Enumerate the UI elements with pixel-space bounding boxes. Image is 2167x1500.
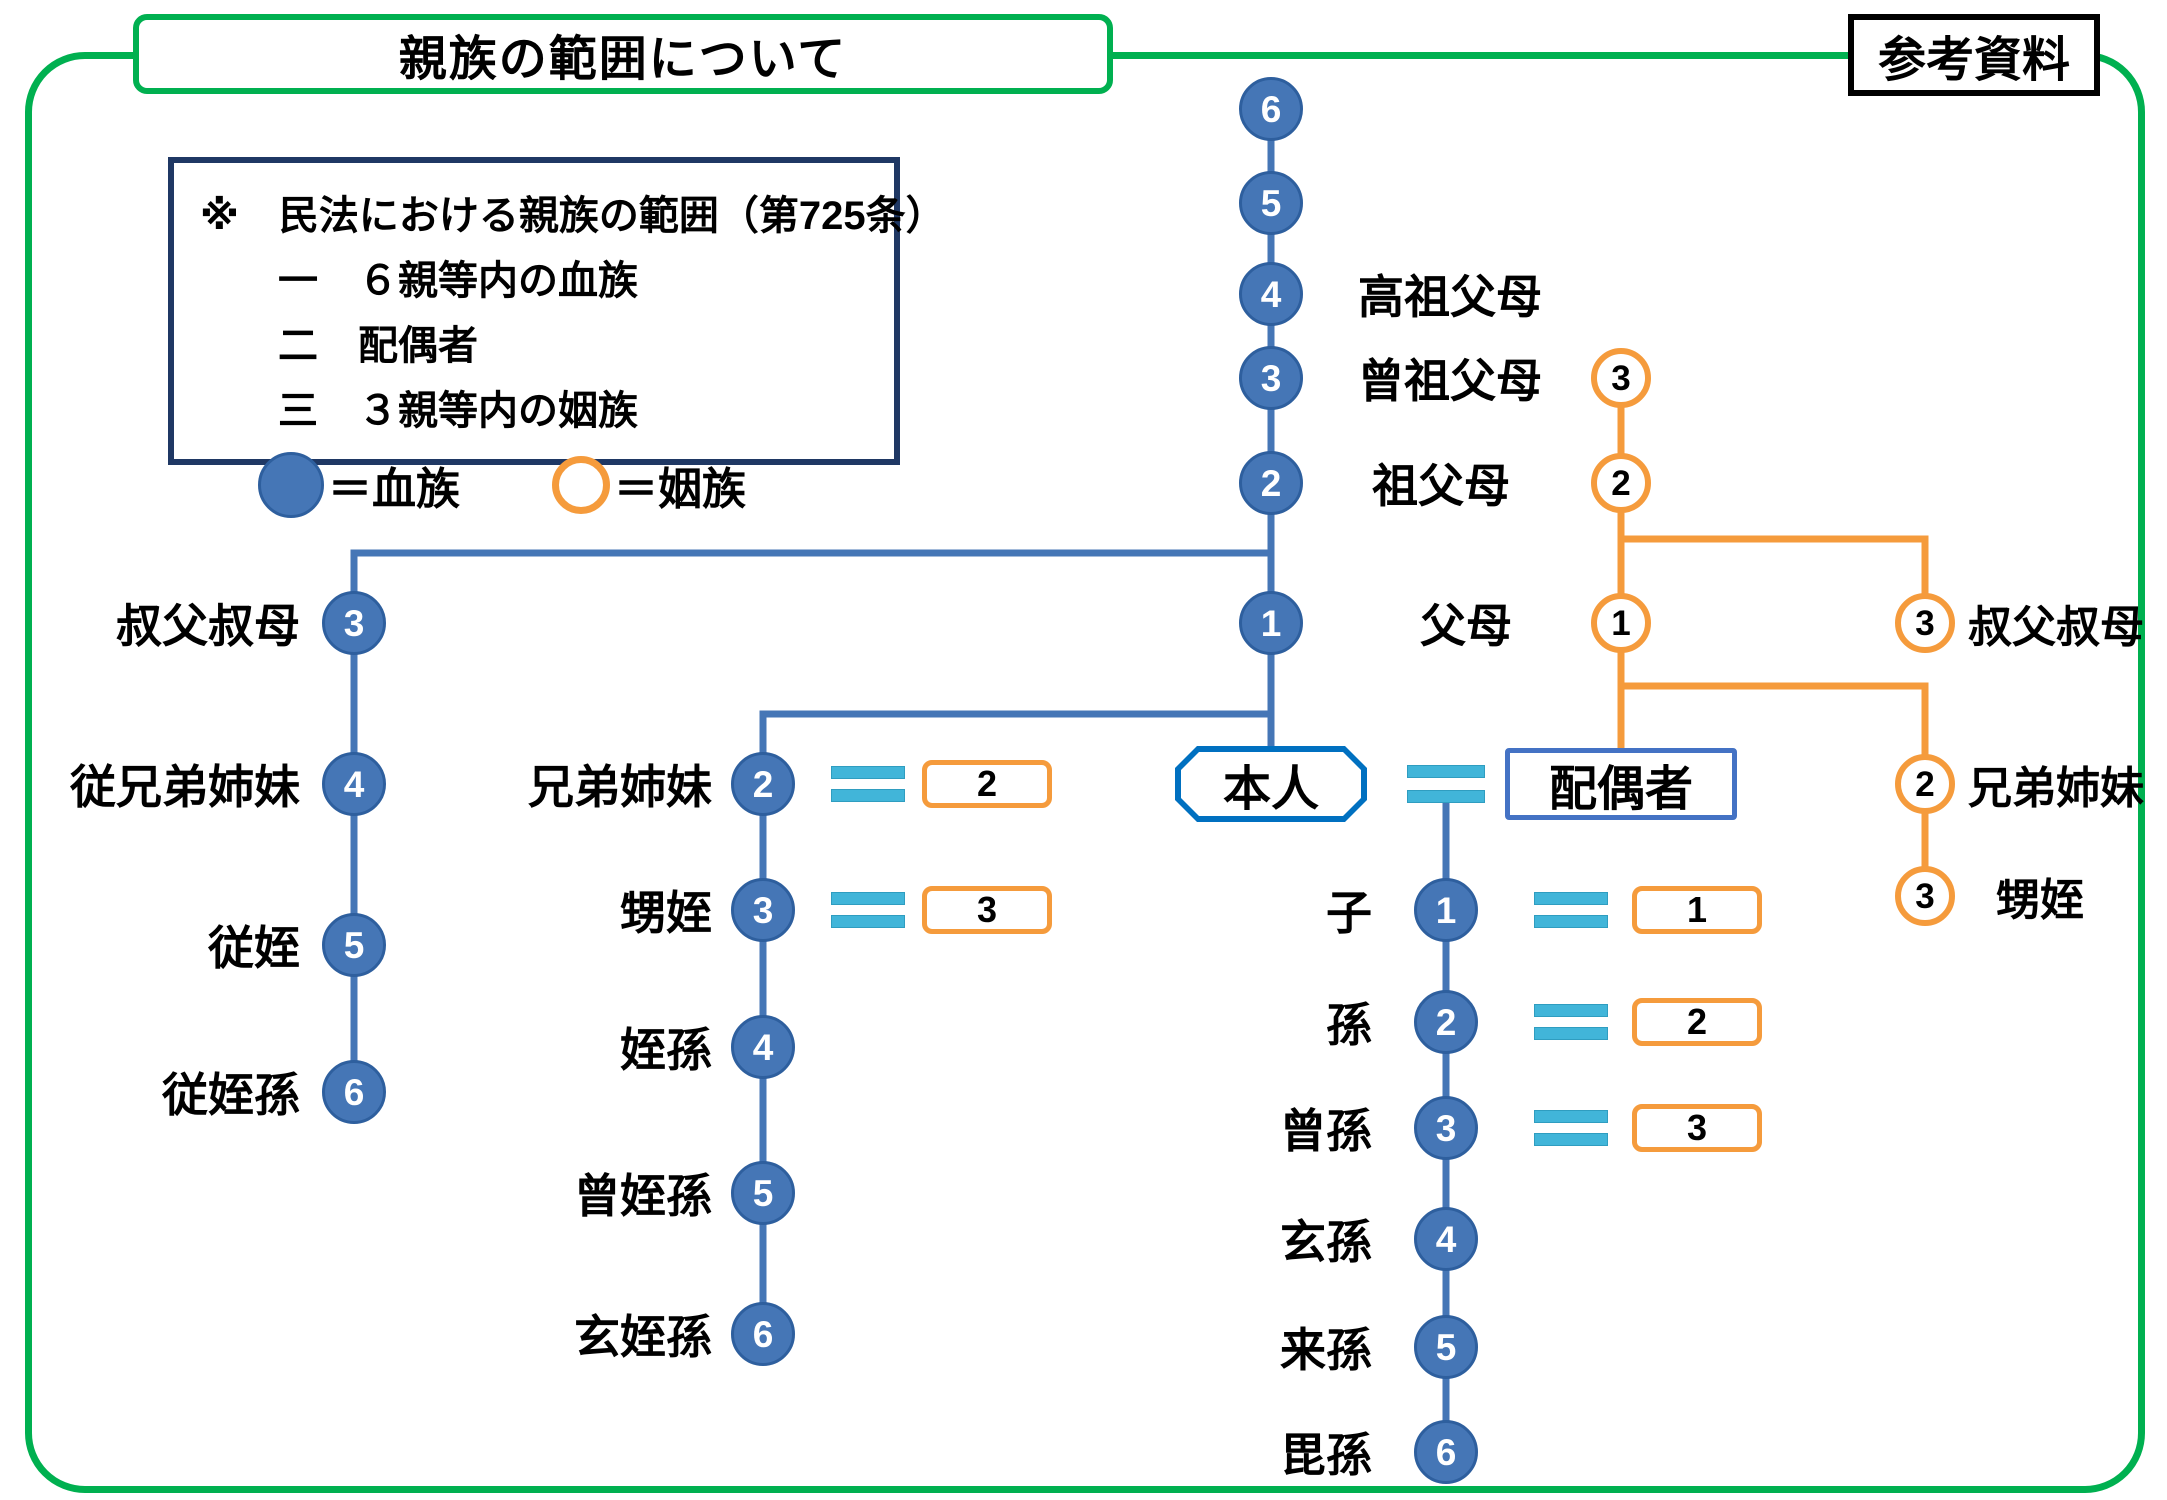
marriage-equals-child <box>1534 892 1608 928</box>
fifth-descendant-label: 来孫 <box>1280 1324 1372 1376</box>
marriage-equals-nephew-niece <box>831 892 905 928</box>
equals-bar <box>1534 1027 1608 1040</box>
great-great-grandchild-label: 玄孫 <box>1280 1216 1372 1268</box>
cousins-child-label: 従姪 <box>208 922 300 974</box>
spouse-siblings-label: 兄弟姉妹 <box>1968 764 2144 813</box>
legend-box: ※ 民法における親族の範囲（第725条） 一 ６親等内の血族 二 配偶者 三 ３… <box>168 157 946 518</box>
blood-relative-key-label: ＝血族 <box>328 465 460 514</box>
equals-bar <box>1407 765 1485 778</box>
page-title-text: 親族の範囲について <box>398 33 848 86</box>
affinity-relative-key-icon <box>552 456 610 514</box>
spouse-great-grandparents-node: 3 <box>1591 348 1651 408</box>
nephew-niece-label: 甥姪 <box>620 887 712 939</box>
grandchild-node: 2 <box>1414 990 1478 1054</box>
marriage-equals-siblings <box>831 766 905 802</box>
great-great-grandchild-node: 4 <box>1414 1207 1478 1271</box>
equals-bar <box>1534 915 1608 928</box>
great-great-grandparents-node: 4 <box>1239 262 1303 326</box>
equals-bar <box>1534 1133 1608 1146</box>
marriage-equals-self-spouse <box>1407 765 1485 803</box>
great-great-grandparents-label: 高祖父母 <box>1358 271 1542 323</box>
legend-item-3: 三 ３親等内の姻族 <box>278 389 638 433</box>
cousins-grandchild-label: 従姪孫 <box>162 1069 300 1121</box>
equals-bar <box>831 892 905 905</box>
blood-uncle-branch-line <box>350 549 1271 1092</box>
spouse-node: 配偶者 <box>1505 748 1737 820</box>
page-title: 親族の範囲について <box>133 14 1113 94</box>
reference-material-badge: 参考資料 <box>1848 14 2100 96</box>
child-node: 1 <box>1414 878 1478 942</box>
legend-item-2: 二 配偶者 <box>278 324 478 368</box>
parents-label: 父母 <box>1420 600 1512 652</box>
affinity-relative-key-label: ＝姻族 <box>614 465 746 514</box>
nephew-niece-spouse-degree-badge: 3 <box>922 886 1052 934</box>
siblings-spouse-degree-badge: 2 <box>922 760 1052 808</box>
equals-bar <box>831 915 905 928</box>
self-label: 本人 <box>1181 752 1361 816</box>
equals-bar <box>1407 790 1485 803</box>
nephew-niece-node: 3 <box>731 878 795 942</box>
legend-heading: ※ 民法における親族の範囲（第725条） <box>200 194 946 238</box>
grandparents-node: 2 <box>1239 451 1303 515</box>
fifth-descendant-node: 5 <box>1414 1315 1478 1379</box>
cousins-node: 4 <box>322 752 386 816</box>
spouse-grandparents-node: 2 <box>1591 453 1651 513</box>
grandnephew-niece-label: 姪孫 <box>620 1024 712 1076</box>
marriage-equals-great-grandchild <box>1534 1110 1608 1146</box>
grandchild-spouse-degree-badge: 2 <box>1632 998 1762 1046</box>
grandparents-label: 祖父母 <box>1372 460 1510 512</box>
sixth-descendant-node: 6 <box>1414 1420 1478 1484</box>
spouse-nephew-niece-node: 3 <box>1895 866 1955 926</box>
equals-bar <box>1534 1110 1608 1123</box>
child-spouse-degree-badge: 1 <box>1632 886 1762 934</box>
sixth-descendant-label: 毘孫 <box>1280 1429 1372 1481</box>
legend-key-row: ＝血族 ＝姻族 <box>258 452 894 518</box>
cousins-label: 従兄弟姉妹 <box>70 761 300 813</box>
blood-sibling-branch-line <box>759 710 1271 1334</box>
blood-degree5-ancestor-node: 5 <box>1239 171 1303 235</box>
child-label: 子 <box>1326 887 1372 939</box>
equals-bar <box>831 789 905 802</box>
great-grandparents-node: 3 <box>1239 346 1303 410</box>
blood-degree6-ancestor-node: 6 <box>1239 77 1303 141</box>
spouse-uncle-aunt-node: 3 <box>1895 593 1955 653</box>
great-grandparents-label: 曾祖父母 <box>1358 355 1542 407</box>
siblings-node: 2 <box>731 752 795 816</box>
siblings-label: 兄弟姉妹 <box>528 761 712 813</box>
equals-bar <box>1534 1004 1608 1017</box>
legend-item-1: 一 ６親等内の血族 <box>278 259 638 303</box>
affinity-sibling-branch-line <box>1621 682 1929 896</box>
grandchild-label: 孫 <box>1326 999 1372 1051</box>
affinity-uncle-branch-line <box>1621 535 1929 623</box>
cousins-grandchild-node: 6 <box>322 1060 386 1124</box>
uncle-aunt-label: 叔父叔母 <box>116 600 300 652</box>
reference-material-text: 参考資料 <box>1877 34 2070 87</box>
great-grandchild-node: 3 <box>1414 1096 1478 1160</box>
spouse-uncle-aunt-label: 叔父叔母 <box>1968 603 2144 652</box>
blood-relative-key-icon <box>258 452 324 518</box>
spouse-parents-node: 1 <box>1591 593 1651 653</box>
great-grandnephew-niece-label: 曾姪孫 <box>574 1170 712 1222</box>
equals-bar <box>1534 892 1608 905</box>
self-node: 本人 <box>1175 746 1367 822</box>
spouse-nephew-niece-label: 甥姪 <box>1996 876 2084 925</box>
uncle-aunt-node: 3 <box>322 591 386 655</box>
spouse-siblings-node: 2 <box>1895 754 1955 814</box>
cousins-child-node: 5 <box>322 913 386 977</box>
marriage-equals-grandchild <box>1534 1004 1608 1040</box>
grandnephew-niece-node: 4 <box>731 1015 795 1079</box>
equals-bar <box>831 766 905 779</box>
great-great-grandnephew-niece-node: 6 <box>731 1302 795 1366</box>
great-grandchild-spouse-degree-badge: 3 <box>1632 1104 1762 1152</box>
great-great-grandnephew-niece-label: 玄姪孫 <box>574 1311 712 1363</box>
parents-node: 1 <box>1239 591 1303 655</box>
great-grandchild-label: 曾孫 <box>1280 1105 1372 1157</box>
great-grandnephew-niece-node: 5 <box>731 1161 795 1225</box>
